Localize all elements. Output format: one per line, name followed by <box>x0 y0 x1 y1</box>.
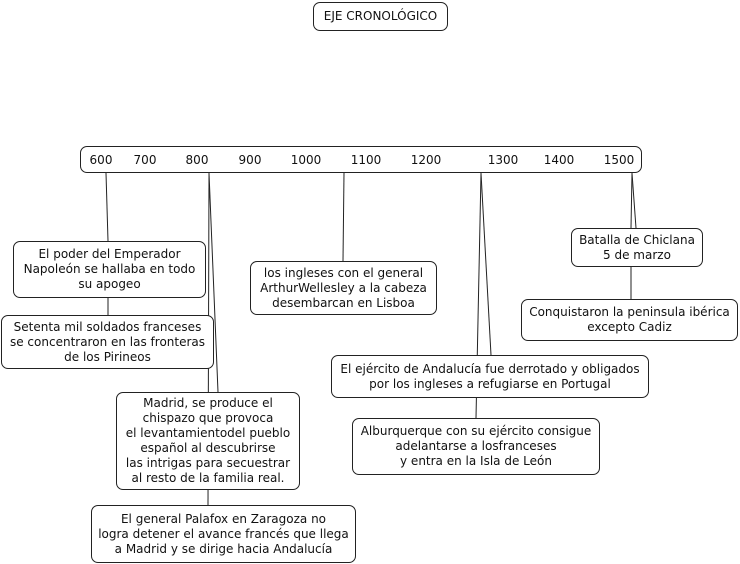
tick-1200: 1200 <box>410 153 442 167</box>
tick-1300: 1300 <box>487 153 519 167</box>
event-chiclana: Batalla de Chiclana 5 de marzo <box>571 228 703 267</box>
page-title: EJE CRONOLÓGICO <box>313 2 448 31</box>
event-ingleses: los ingleses con el general ArthurWelles… <box>250 261 437 315</box>
connector-conquistaron <box>631 172 637 229</box>
event-alburquerque: Alburquerque con su ejército consigue ad… <box>352 418 600 475</box>
event-setenta-mil: Setenta mil soldados franceses se concen… <box>1 315 214 369</box>
tick-1100: 1100 <box>350 153 382 167</box>
tick-800: 800 <box>185 153 209 167</box>
timeline-bar: 600 700 800 900 1000 1100 1200 1300 1400… <box>80 146 642 173</box>
tick-600: 600 <box>89 153 113 167</box>
tick-1500: 1500 <box>603 153 635 167</box>
event-conquistaron: Conquistaron la peninsula ibérica except… <box>521 299 738 341</box>
tick-1400: 1400 <box>543 153 575 167</box>
tick-900: 900 <box>238 153 262 167</box>
connector-napoleon <box>105 172 109 242</box>
event-napoleon: El poder del Emperador Napoleón se halla… <box>13 241 206 298</box>
connector-chiclana <box>630 172 633 229</box>
event-palafox: El general Palafox en Zaragoza no logra … <box>91 505 356 563</box>
connector-andalucia <box>480 172 492 356</box>
tick-700: 700 <box>133 153 157 167</box>
event-andalucia: El ejército de Andalucía fue derrotado y… <box>331 355 649 398</box>
connector-ingleses <box>342 172 345 262</box>
event-madrid: Madrid, se produce el chispazo que provo… <box>116 392 300 490</box>
tick-1000: 1000 <box>290 153 322 167</box>
connector-madrid <box>208 172 219 393</box>
